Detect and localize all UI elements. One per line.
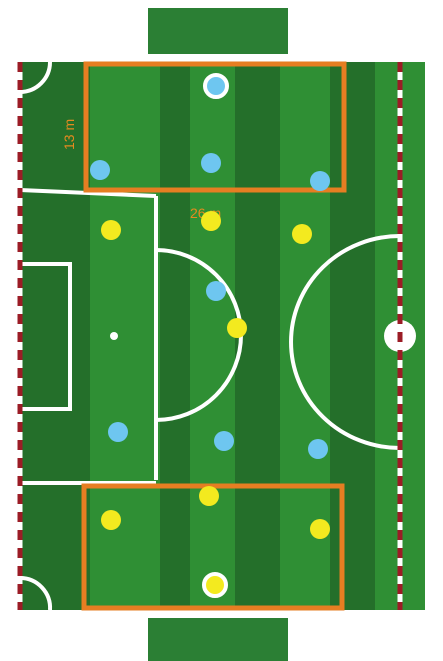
- top-goal: [148, 8, 288, 54]
- blue-player: [206, 281, 226, 301]
- bottom-goal: [148, 618, 288, 661]
- yellow-player: [199, 486, 219, 506]
- yellow-player: [101, 510, 121, 530]
- blue-player: [108, 422, 128, 442]
- yellow-player: [227, 318, 247, 338]
- blue-player: [201, 153, 221, 173]
- width-measure-label: 13 m: [61, 119, 77, 150]
- yellow-player: [201, 211, 221, 231]
- penalty-spot: [110, 332, 118, 340]
- yellow-player: [101, 220, 121, 240]
- blue-player: [310, 171, 330, 191]
- yellow-goalkeeper: [204, 574, 226, 596]
- yellow-player: [310, 519, 330, 539]
- blue-player: [90, 160, 110, 180]
- yellow-player: [292, 224, 312, 244]
- blue-player: [214, 431, 234, 451]
- blue-goalkeeper: [205, 75, 227, 97]
- blue-player: [308, 439, 328, 459]
